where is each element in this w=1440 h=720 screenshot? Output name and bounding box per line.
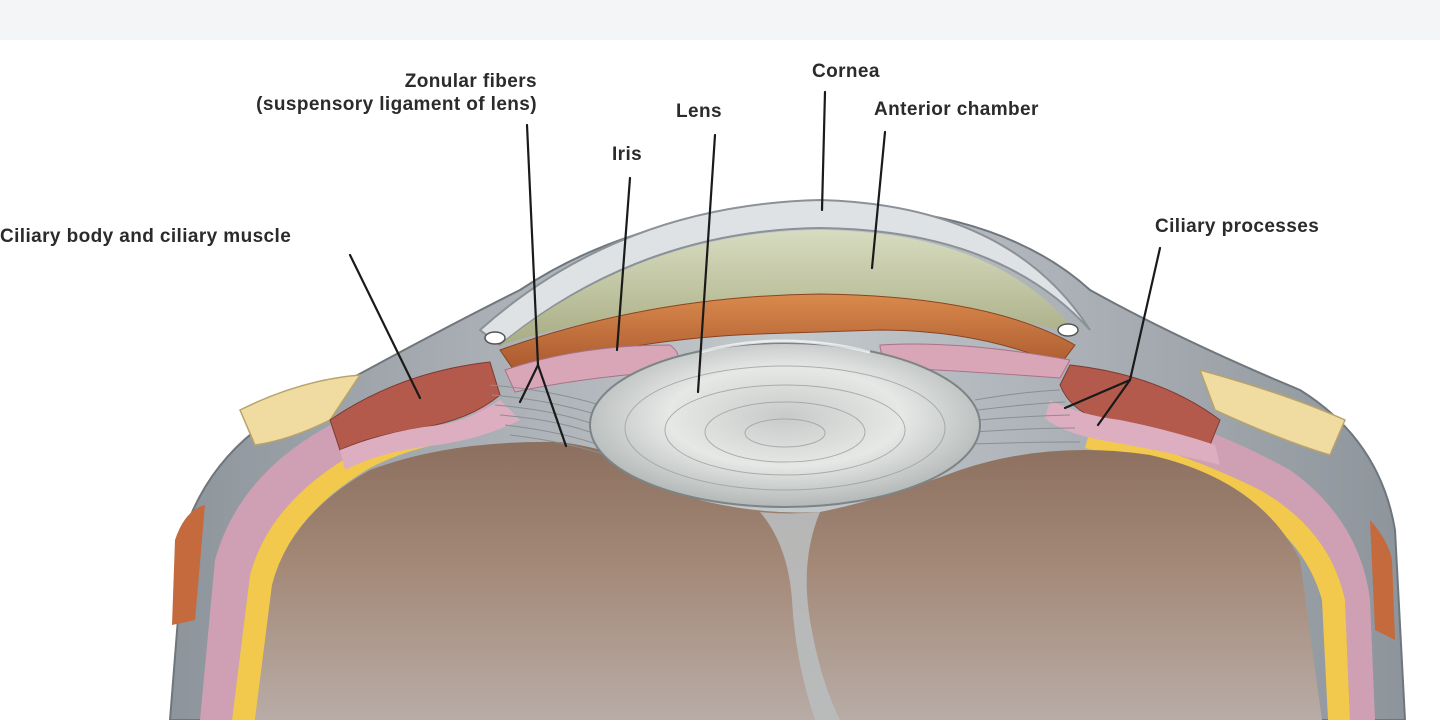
iris xyxy=(499,293,1076,373)
cornea xyxy=(478,198,1091,347)
label-zonular-fibers: Zonular fibers xyxy=(405,71,537,92)
ciliary-body-left xyxy=(340,400,520,470)
label-lens: Lens xyxy=(676,101,722,122)
label-cornea: Cornea xyxy=(812,61,880,82)
ciliary-muscle-left xyxy=(329,361,501,451)
leader-anterior-chamber xyxy=(870,130,887,270)
conjunctiva-right xyxy=(1198,368,1346,456)
muscle-right xyxy=(1370,520,1395,640)
lens-highlight xyxy=(699,339,871,354)
lens xyxy=(589,342,981,508)
leader-iris xyxy=(615,176,632,352)
label-ciliary-processes: Ciliary processes xyxy=(1155,216,1319,237)
conjunctiva-left xyxy=(239,374,362,446)
retina-left xyxy=(232,425,462,720)
top-band xyxy=(0,0,1440,40)
label-anterior-chamber: Anterior chamber xyxy=(874,99,1039,120)
anterior-chamber xyxy=(500,230,1078,345)
lens-rings xyxy=(624,365,946,491)
leader-ciliary-processes-b xyxy=(1096,378,1132,427)
canal-right xyxy=(1057,323,1079,337)
canal-left xyxy=(484,331,506,345)
label-iris: Iris xyxy=(612,144,642,165)
ciliary-processes-right xyxy=(1045,400,1220,465)
label-ciliary-body: Ciliary body and ciliary muscle xyxy=(0,226,291,247)
hyaloid-canal xyxy=(760,512,840,720)
leader-lens xyxy=(696,133,717,394)
leader-ciliary-body xyxy=(348,253,422,400)
muscle-left xyxy=(172,505,205,625)
label-suspensory-ligament: (suspensory ligament of lens) xyxy=(256,94,537,115)
vitreous-body xyxy=(255,441,1322,720)
leader-cornea xyxy=(820,90,827,212)
leader-zonular-b xyxy=(536,363,568,448)
